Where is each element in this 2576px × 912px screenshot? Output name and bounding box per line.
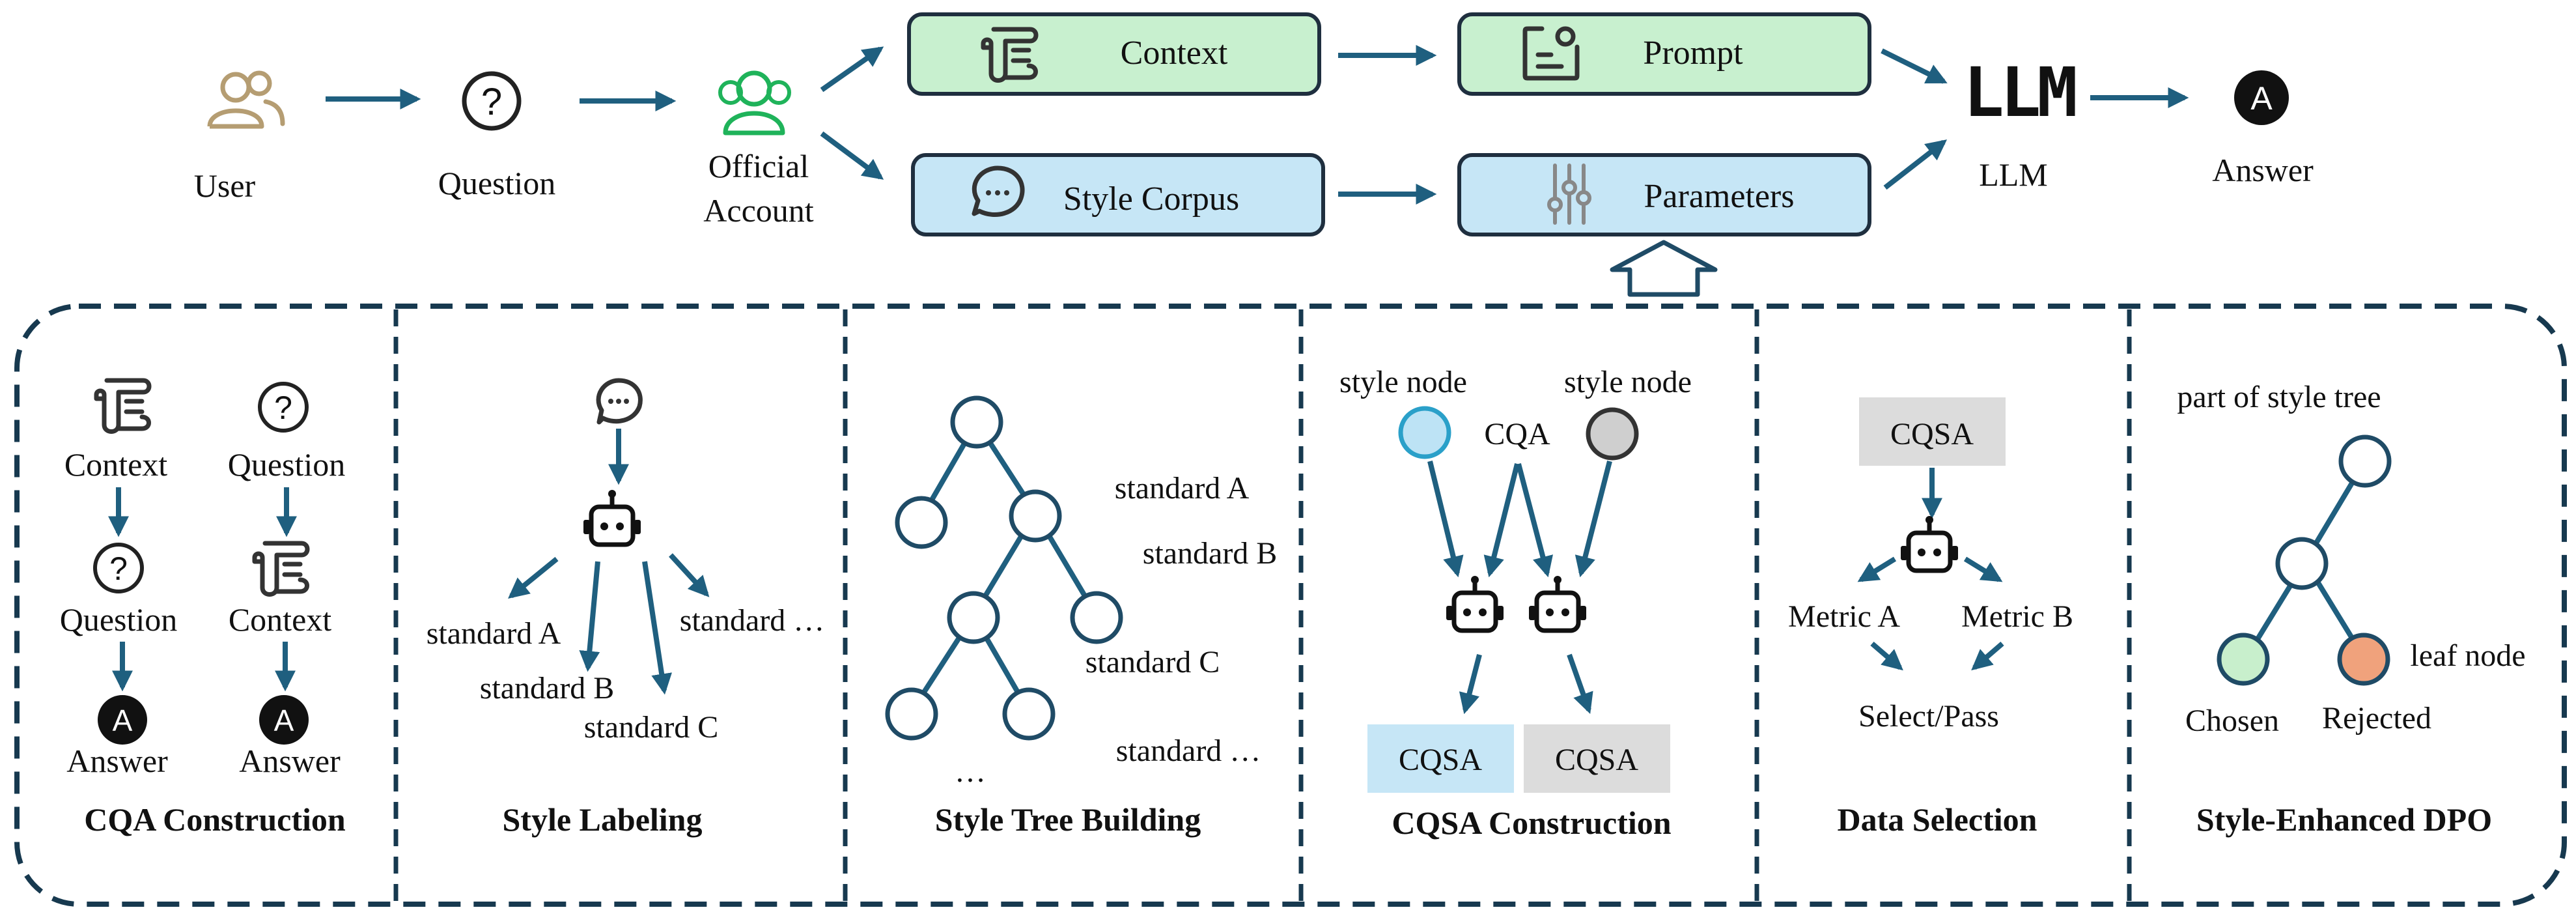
style-node-label-left: style node xyxy=(1339,365,1467,399)
answer-icon: A xyxy=(2234,70,2289,125)
svg-text:?: ? xyxy=(274,390,292,426)
selection-cqsa-label: CQSA xyxy=(1890,417,1974,451)
label-standard-a: standard A xyxy=(427,616,561,651)
scroll-icon xyxy=(981,27,1039,83)
robot-icon xyxy=(1529,576,1586,633)
answer-icon: A xyxy=(259,695,309,745)
tree-node xyxy=(2275,537,2329,590)
style-node-blue xyxy=(1398,406,1451,459)
rejected-label: Rejected xyxy=(2322,701,2431,735)
style-corpus-box: Style Corpus xyxy=(911,153,1325,236)
official-account-icon xyxy=(718,70,791,135)
user-label: User xyxy=(194,167,256,204)
cqsa-grey-label: CQSA xyxy=(1555,743,1638,777)
tree-node xyxy=(885,687,938,741)
context-label: Context xyxy=(1121,35,1228,72)
sliders-icon xyxy=(1547,164,1591,225)
svg-text:A: A xyxy=(274,704,294,737)
panel-style-tree-building: standard A standard B standard C standar… xyxy=(885,395,1278,838)
prompt-label: Prompt xyxy=(1643,35,1743,72)
label-standard-b: standard B xyxy=(480,671,615,705)
panel-style-enhanced-dpo: part of style tree leaf node Chosen Reje… xyxy=(2177,380,2525,838)
tree-ellipsis: … xyxy=(955,754,986,789)
panel-data-selection: CQSA Metric A Metric B Select/Pass Data … xyxy=(1788,397,2073,838)
cqsa-box xyxy=(1859,397,2006,466)
parameters-box: Parameters xyxy=(1457,153,1871,236)
svg-text:A: A xyxy=(2250,80,2273,117)
cqa-left-step-2: Question xyxy=(60,601,178,638)
part-of-tree-label: part of style tree xyxy=(2177,380,2381,414)
select-pass-label: Select/Pass xyxy=(1858,699,1999,734)
cqa-right-step-2: Context xyxy=(229,601,331,638)
cqa-left-step-3: Answer xyxy=(66,743,168,779)
question-label: Question xyxy=(438,165,556,201)
label-standard-more: standard … xyxy=(680,603,825,638)
llm-label: LLM xyxy=(1979,156,2048,193)
tree-label-standard-more: standard … xyxy=(1116,734,1261,768)
cqsa-box-blue xyxy=(1367,724,1514,793)
chat-bubble-icon xyxy=(596,378,643,425)
panel-title-selection: Data Selection xyxy=(1838,801,2037,838)
scroll-icon xyxy=(94,378,152,434)
chat-bubble-icon xyxy=(972,165,1025,218)
question-icon: ? xyxy=(258,382,309,433)
panel-title-dpo: Style-Enhanced DPO xyxy=(2196,801,2492,838)
robot-icon xyxy=(583,490,641,547)
tree-node xyxy=(895,496,948,549)
chosen-node xyxy=(2217,633,2270,686)
document-icon xyxy=(1522,26,1580,81)
cqa-left-step-1: Context xyxy=(64,446,167,483)
pipeline-container xyxy=(14,304,2567,907)
panel-title-tree: Style Tree Building xyxy=(935,801,1201,838)
question-icon: ? xyxy=(462,71,522,131)
tree-label-standard-c: standard C xyxy=(1085,645,1220,679)
svg-text:A: A xyxy=(113,704,133,737)
prompt-box: Prompt xyxy=(1457,12,1871,96)
parameters-label: Parameters xyxy=(1644,178,1794,215)
tree-node xyxy=(2338,435,2392,488)
cqa-right-step-3: Answer xyxy=(239,743,341,779)
metric-a-label: Metric A xyxy=(1788,599,1900,634)
robot-icon xyxy=(1446,576,1504,633)
panel-title-cqa: CQA Construction xyxy=(84,801,346,838)
question-icon: ? xyxy=(93,543,144,593)
leaf-node-label: leaf node xyxy=(2410,638,2525,673)
style-corpus-label: Style Corpus xyxy=(1063,180,1239,218)
svg-text:?: ? xyxy=(481,81,502,123)
tree-label-standard-a: standard A xyxy=(1115,471,1250,506)
llm-logo: LLM xyxy=(1963,53,2075,132)
panel-title-cqsa: CQSA Construction xyxy=(1392,805,1671,841)
panel-style-labeling: standard A standard B standard C standar… xyxy=(427,378,825,838)
chosen-label: Chosen xyxy=(2185,704,2279,738)
hollow-up-arrow xyxy=(1610,240,1718,297)
tree-label-standard-b: standard B xyxy=(1143,536,1278,571)
context-box: Context xyxy=(907,12,1321,96)
cqa-label: CQA xyxy=(1484,417,1550,451)
panel-cqa-construction: Context ? Question A Answer ? Question C… xyxy=(60,378,346,838)
cqsa-box-grey xyxy=(1524,724,1670,793)
robot-icon xyxy=(1901,516,1958,573)
cqsa-blue-label: CQSA xyxy=(1399,743,1482,777)
panel-title-labeling: Style Labeling xyxy=(503,801,703,838)
official-account-label-line1: Official xyxy=(708,148,809,184)
answer-icon: A xyxy=(98,695,147,745)
tree-node xyxy=(1070,591,1123,644)
tree-node xyxy=(1002,687,1056,741)
style-node-label-right: style node xyxy=(1564,365,1692,399)
scroll-icon xyxy=(252,541,310,597)
user-icon xyxy=(207,70,285,129)
cqa-right-step-1: Question xyxy=(228,446,346,483)
tree-node xyxy=(1009,489,1062,543)
official-account-label-line2: Account xyxy=(703,192,813,229)
metric-b-label: Metric B xyxy=(1961,599,2073,634)
rejected-node xyxy=(2337,633,2390,686)
svg-text:?: ? xyxy=(109,550,128,587)
tree-node xyxy=(947,591,1000,644)
tree-node xyxy=(950,395,1003,449)
answer-label: Answer xyxy=(2212,152,2314,188)
style-node-grey xyxy=(1586,407,1639,461)
label-standard-c: standard C xyxy=(584,710,719,745)
panel-cqsa-construction: style node style node CQA xyxy=(1339,365,1692,841)
